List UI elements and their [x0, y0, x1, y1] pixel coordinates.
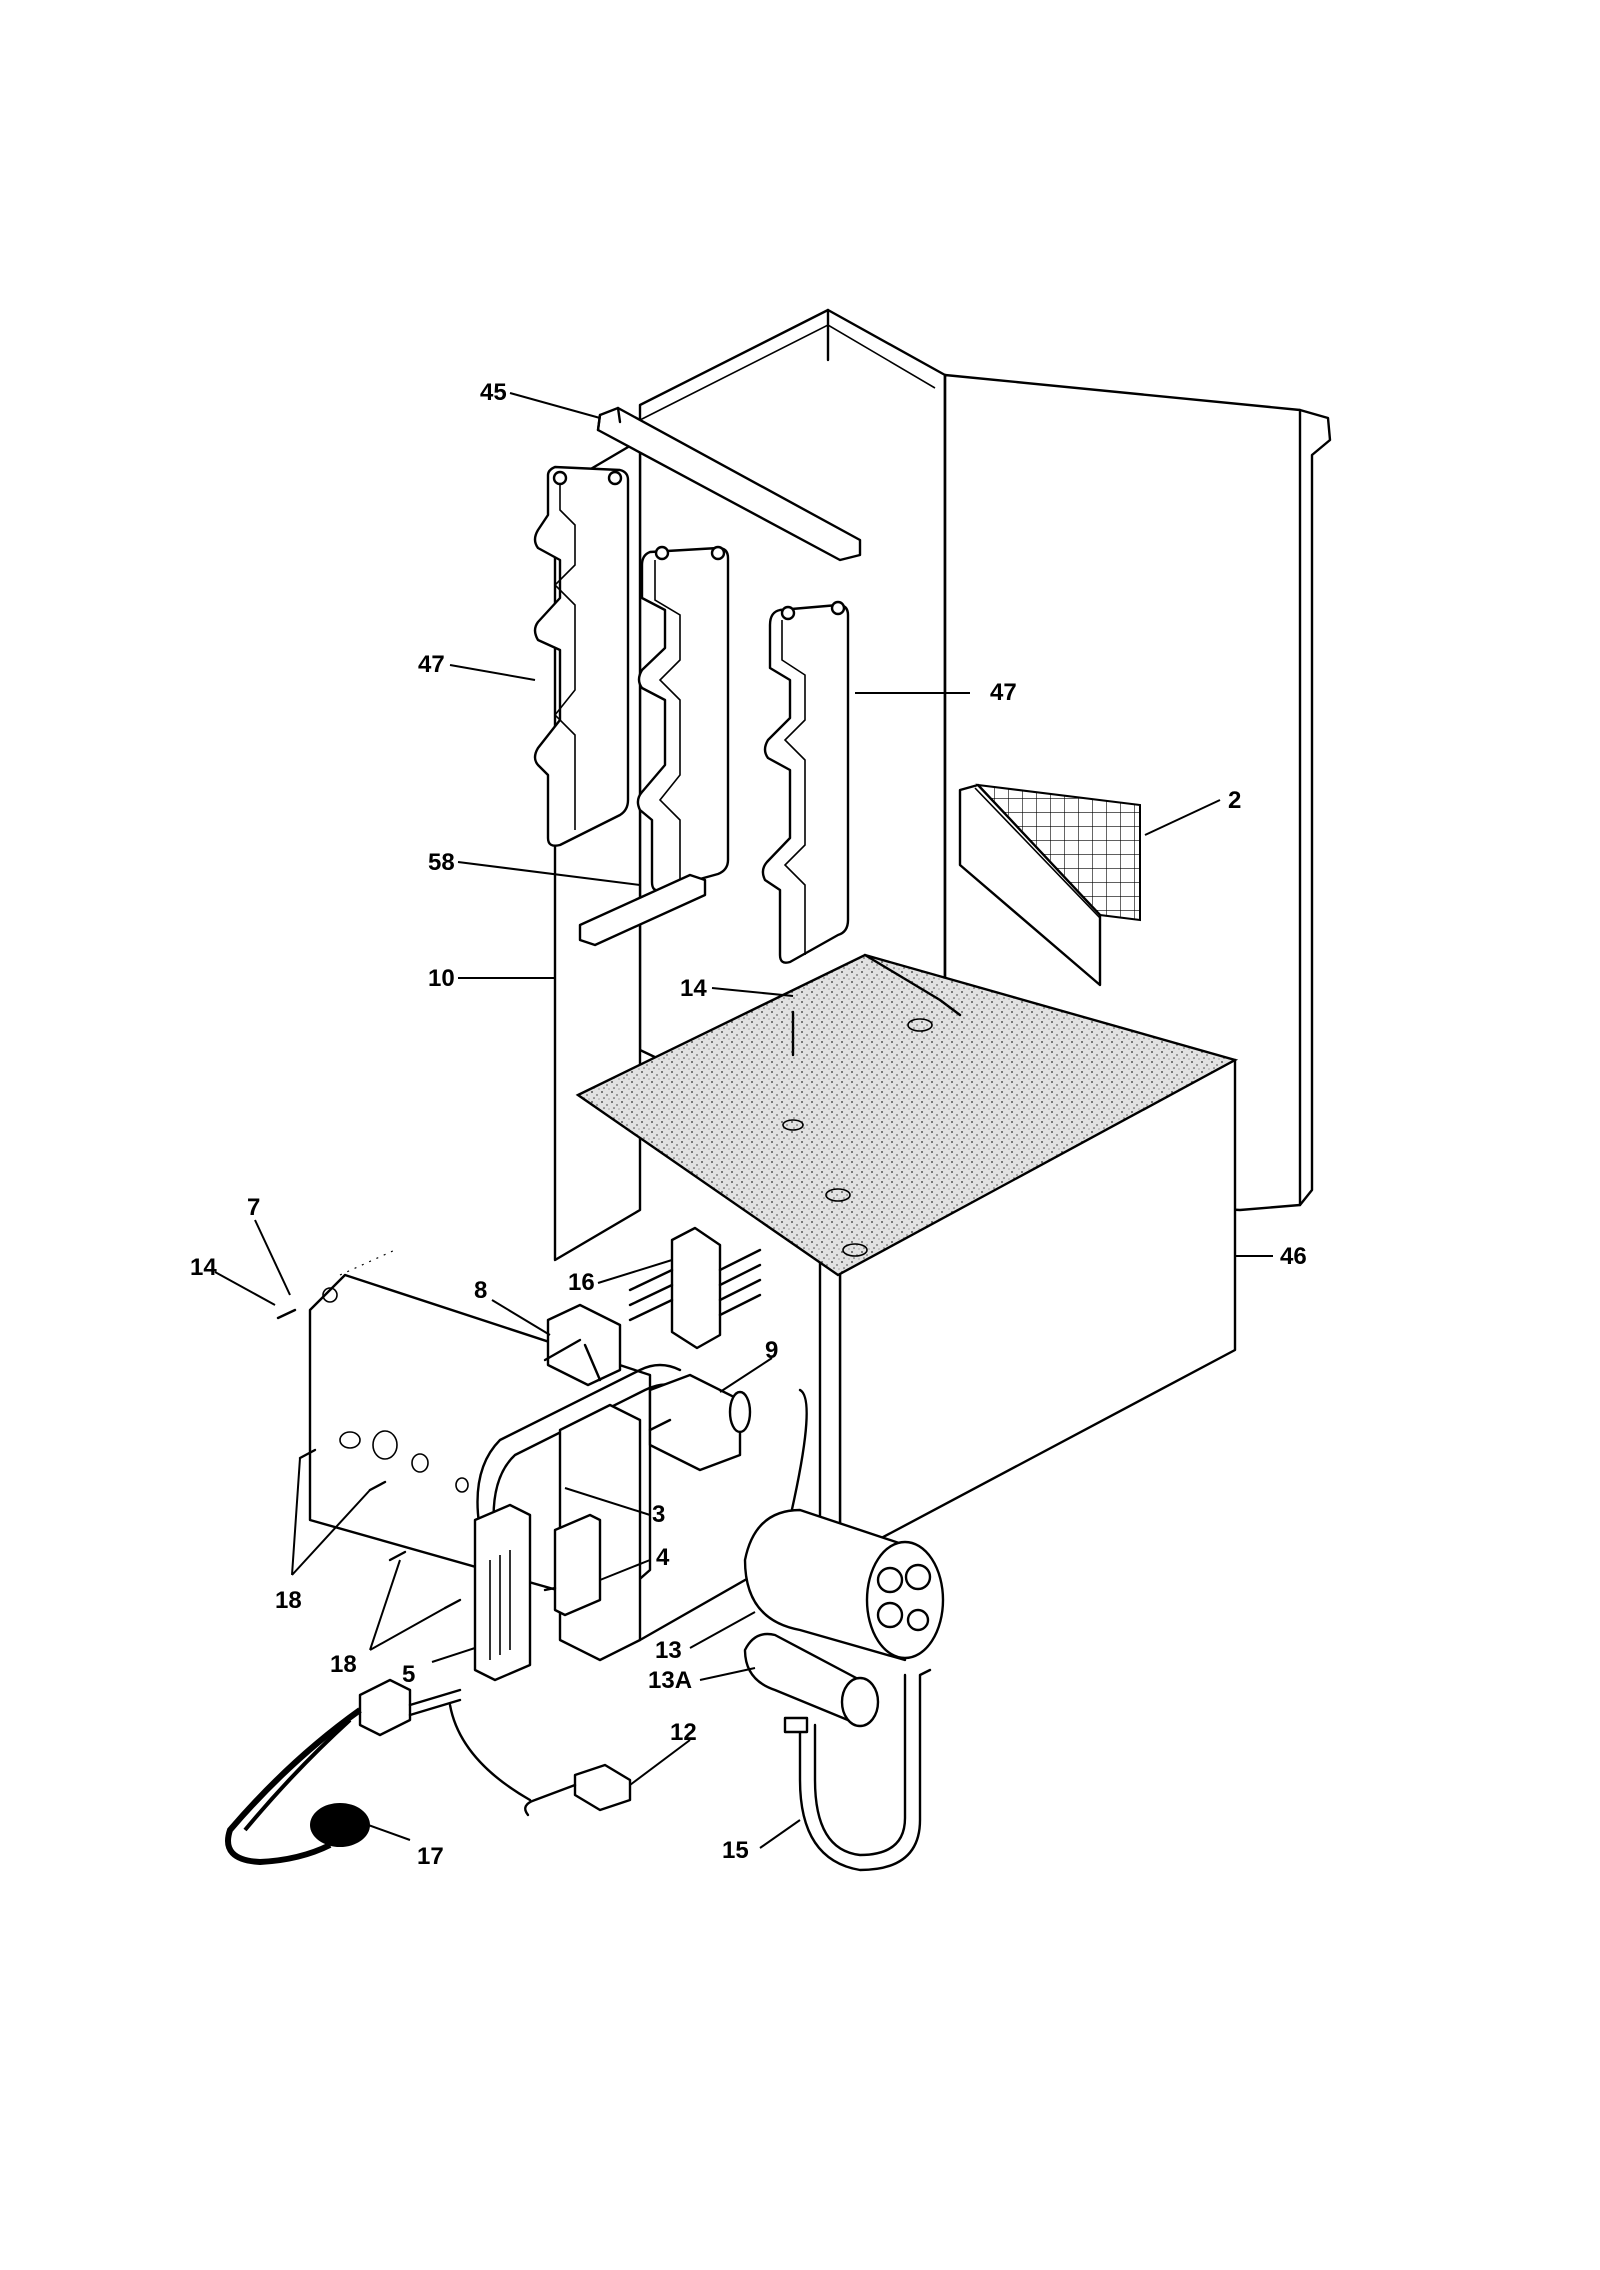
- part-13a-capacitor: [743, 1632, 880, 1728]
- callout-15: 15: [722, 1837, 749, 1864]
- part-45-bracket: [596, 406, 862, 562]
- callout-18-lower: 18: [330, 1651, 357, 1678]
- part-47-insulation-right: [761, 600, 850, 964]
- part-46-base-housing: [575, 953, 1239, 1562]
- callout-17: 17: [417, 1843, 444, 1870]
- part-16-connector: [628, 1226, 762, 1350]
- part-47-insulation-left: [533, 465, 630, 847]
- callout-7: 7: [247, 1194, 260, 1221]
- callout-5: 5: [402, 1661, 415, 1688]
- callout-10: 10: [428, 965, 455, 992]
- callout-2: 2: [1228, 787, 1241, 814]
- callout-4: 4: [656, 1544, 670, 1571]
- callout-18-left: 18: [275, 1587, 302, 1614]
- callout-3: 3: [652, 1501, 665, 1528]
- leader-lines: [214, 392, 1273, 1849]
- part-17-power-cord: [225, 1678, 462, 1866]
- part-8-switch: [543, 1303, 622, 1387]
- callout-45: 45: [480, 379, 507, 406]
- callout-46: 46: [1280, 1243, 1307, 1270]
- callout-47-left: 47: [418, 651, 445, 678]
- callout-13: 13: [655, 1637, 682, 1664]
- callout-14-top: 14: [680, 975, 707, 1002]
- callout-14-left: 14: [190, 1254, 217, 1281]
- part-47-insulation-middle: [636, 545, 730, 892]
- part-2-filter: [958, 783, 1141, 987]
- part-58-strip: [578, 873, 707, 947]
- part-15-strap: [783, 1668, 932, 1872]
- callout-58: 58: [428, 849, 455, 876]
- part-5-control: [473, 1503, 532, 1682]
- part-12-sensor: [448, 1703, 632, 1817]
- callout-12: 12: [670, 1719, 697, 1746]
- part-4-thermostat: [543, 1513, 602, 1617]
- callout-13a: 13A: [648, 1667, 692, 1694]
- part-13-compressor: [743, 1508, 945, 1662]
- screws: [276, 1010, 795, 1610]
- callout-8: 8: [474, 1277, 487, 1304]
- callout-labels: 45 47 47 2 58 10 14 46 7 14 16 8 9 3 4 1…: [190, 379, 1307, 1870]
- callout-16: 16: [568, 1269, 595, 1296]
- callout-47-right: 47: [990, 679, 1017, 706]
- callout-9: 9: [765, 1337, 778, 1364]
- part-9-motor: [648, 1373, 752, 1472]
